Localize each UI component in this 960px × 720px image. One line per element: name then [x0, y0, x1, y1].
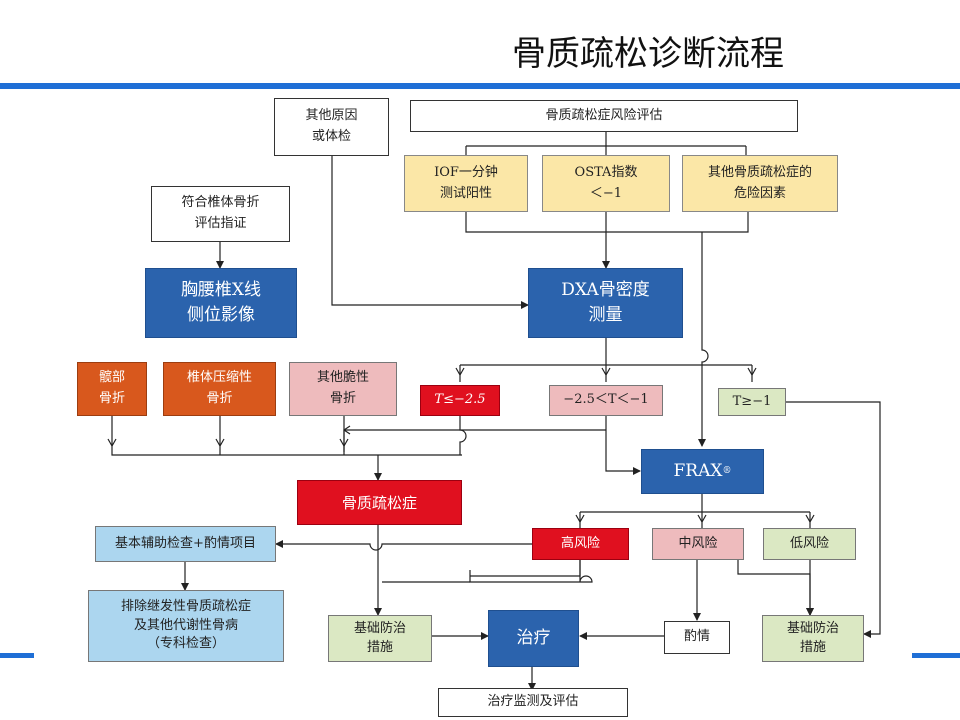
treatment-box: 治疗 — [488, 610, 579, 667]
title-divider — [0, 83, 960, 89]
low-risk-box: 低风险 — [763, 528, 856, 560]
vertebral-fracture-box: 椎体压缩性 骨折 — [163, 362, 276, 416]
connector-risk-split — [465, 132, 747, 155]
t-score-mid-box: −2.5＜T＜−1 — [549, 385, 663, 416]
connector-fractures — [111, 416, 462, 456]
osta-index-box: OSTA指数 ＜−1 — [542, 155, 670, 212]
mid-risk-box: 中风险 — [652, 528, 744, 560]
connector-thigh-right — [786, 401, 881, 638]
iof-test-box: IOF一分钟 测试阳性 — [404, 155, 528, 212]
connector-tmid-frax — [605, 416, 641, 475]
other-fragility-fracture-box: 其他脆性 骨折 — [289, 362, 397, 416]
high-risk-box: 高风险 — [532, 528, 629, 560]
connector-other-causes-dxa — [331, 155, 529, 309]
discretion-box: 酌情 — [664, 621, 730, 654]
xray-box: 胸腰椎X线 侧位影像 — [145, 268, 297, 338]
osteoporosis-box: 骨质疏松症 — [297, 480, 462, 525]
connector-risk-frax — [698, 232, 709, 447]
basic-prevention-left-box: 基础防治 措施 — [328, 615, 432, 662]
connector-tlow-osteoporosis — [459, 416, 467, 455]
vertebral-indication-box: 符合椎体骨折 评估指证 — [151, 186, 290, 242]
t-score-low-box: T≤−2.5 — [420, 385, 500, 416]
connector-iof-merge — [465, 212, 749, 233]
right-accent-bar — [912, 653, 960, 658]
connector-dxa-split — [459, 338, 753, 382]
risk-assessment-box: 骨质疏松症风险评估 — [410, 100, 798, 132]
frax-box: FRAX® — [641, 449, 764, 494]
exclude-secondary-box: 排除继发性骨质疏松症 及其他代谢性骨病 （专科检查） — [88, 590, 284, 662]
other-risk-factors-box: 其他骨质疏松症的 危险因素 — [682, 155, 838, 212]
other-causes-box: 其他原因 或体检 — [274, 98, 389, 156]
connector-high-treatment — [469, 560, 593, 583]
left-accent-bar — [0, 653, 34, 658]
basic-prevention-right-box: 基础防治 措施 — [762, 615, 864, 662]
connector-high-risk — [275, 540, 532, 551]
basic-exam-box: 基本辅助检查+酌情项目 — [95, 526, 276, 562]
t-score-high-box: T≥−1 — [718, 388, 786, 416]
dxa-box: DXA骨密度 测量 — [528, 268, 683, 338]
connector-frax-split — [579, 494, 811, 528]
slide-title: 骨质疏松诊断流程 — [512, 34, 784, 74]
hip-fracture-box: 髋部 骨折 — [77, 362, 147, 416]
monitoring-box: 治疗监测及评估 — [438, 688, 628, 717]
